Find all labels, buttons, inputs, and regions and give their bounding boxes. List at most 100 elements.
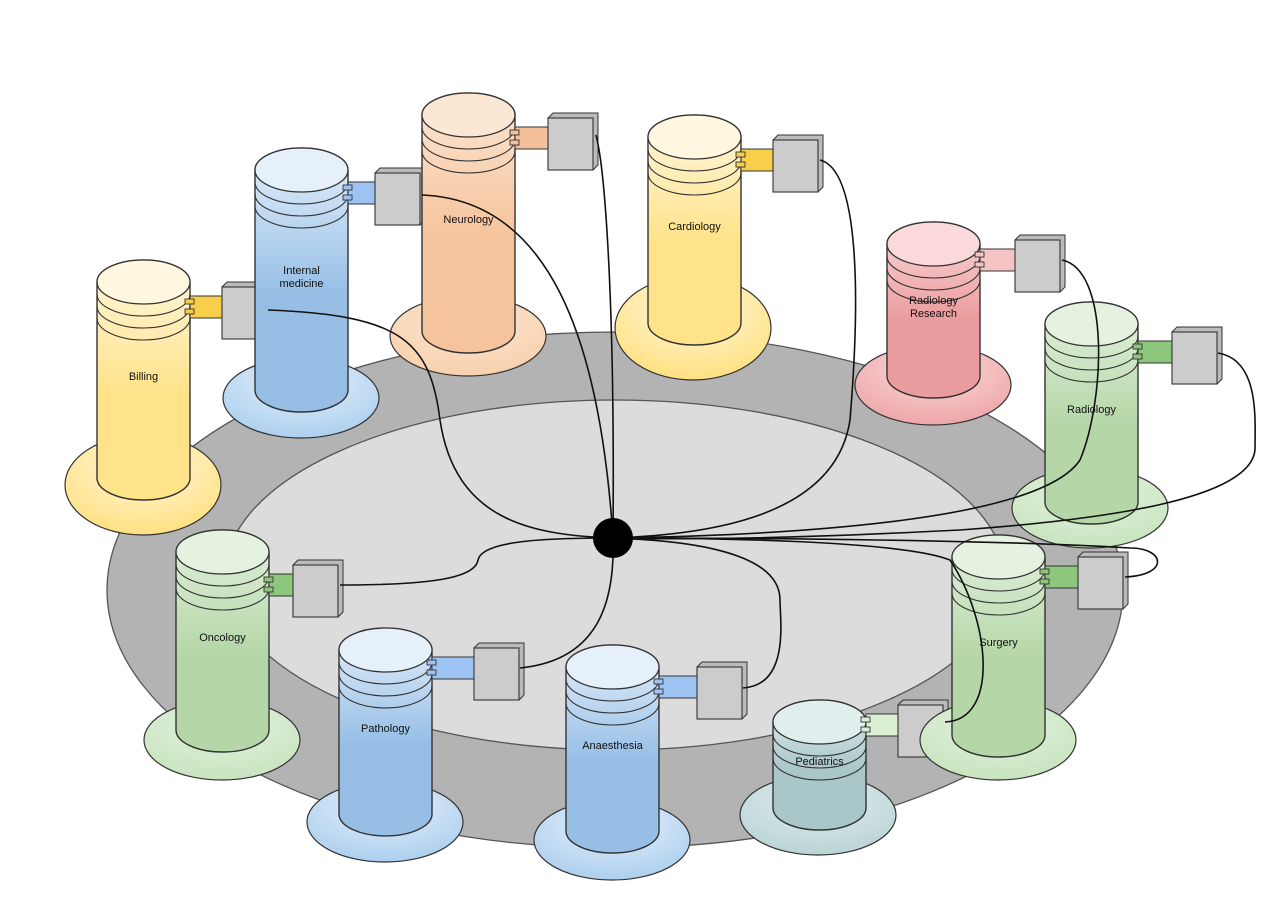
disk-ring-cardiology: [647, 172, 742, 196]
cap-radiology-research: [886, 221, 981, 267]
port-radiology-research: [974, 261, 985, 268]
server-box-pathology: [473, 647, 520, 701]
cylinder-neurology: Neurology: [389, 92, 599, 377]
link-surgery: [612, 537, 1159, 578]
connector-surgery: [1044, 565, 1079, 589]
hub-links: [267, 134, 1256, 723]
server-box-anaesthesia: [696, 666, 743, 720]
cap-pediatrics: [772, 699, 867, 745]
label-pathology: Pathology: [361, 723, 410, 735]
disk-ring-neurology: [421, 126, 516, 150]
connector-anaesthesia: [658, 675, 698, 699]
port-surgery: [1039, 568, 1050, 575]
port-pathology: [426, 669, 437, 676]
server-box-neurology: [547, 117, 594, 171]
cylinder-anaesthesia: Anaesthesia: [533, 644, 748, 881]
port-cardiology: [735, 161, 746, 168]
disk-ring-oncology: [175, 575, 270, 599]
disk-ring-internal-medicine: [254, 181, 349, 205]
port-radiology: [1132, 353, 1143, 360]
cylinder-billing: Billing: [64, 259, 273, 536]
disk-ring-pathology: [338, 673, 433, 697]
server-box-cardiology: [772, 139, 819, 193]
disk-ring-anaesthesia: [565, 678, 660, 702]
cylinder-cardiology: Cardiology: [614, 114, 824, 381]
port-oncology: [263, 576, 274, 583]
label-billing: Billing: [129, 371, 158, 383]
port-oncology: [263, 586, 274, 593]
port-billing: [184, 298, 195, 305]
disk-ring-cardiology: [647, 160, 742, 184]
link-cardiology: [612, 159, 857, 539]
disk-ring-internal-medicine: [254, 205, 349, 229]
disk-ring-surgery: [951, 592, 1046, 616]
cap-internal-medicine: [254, 147, 349, 193]
port-pediatrics: [860, 726, 871, 733]
server-box-internal-medicine: [374, 172, 421, 226]
port-billing: [184, 308, 195, 315]
link-billing: [267, 309, 614, 539]
cylinder-pathology: Pathology: [306, 627, 525, 863]
cap-pathology: [338, 627, 433, 673]
disk-ring-radiology-research: [886, 279, 981, 303]
disk-ring-oncology: [175, 587, 270, 611]
port-radiology: [1132, 343, 1143, 350]
disk-ring-pediatrics: [772, 745, 867, 769]
disk-ring-anaesthesia: [565, 702, 660, 726]
cap-cardiology: [647, 114, 742, 160]
disk-ring-cardiology: [647, 148, 742, 172]
connector-radiology-research: [979, 248, 1016, 272]
link-neurology: [595, 134, 615, 539]
disk-ring-billing: [96, 317, 191, 341]
disk-ring-surgery: [951, 580, 1046, 604]
link-oncology: [339, 537, 614, 586]
link-pathology: [519, 537, 614, 669]
cylinder-oncology: Oncology: [143, 529, 344, 781]
server-box-radiology-research: [1014, 239, 1061, 293]
disk-ring-anaesthesia: [565, 690, 660, 714]
disk-ring-pathology: [338, 685, 433, 709]
port-anaesthesia: [653, 688, 664, 695]
connector-radiology: [1137, 340, 1173, 364]
cap-surgery: [951, 534, 1046, 580]
disk-ring-radiology-research: [886, 267, 981, 291]
disk-ring-pediatrics: [772, 733, 867, 757]
label-radiology-research: Research: [910, 308, 957, 320]
cap-neurology: [421, 92, 516, 138]
label-neurology: Neurology: [443, 214, 494, 226]
disk-ring-neurology: [421, 138, 516, 162]
disk-ring-radiology: [1044, 359, 1139, 383]
connector-billing: [189, 295, 223, 319]
label-radiology-research: Radiology: [909, 295, 958, 307]
port-internal-medicine: [342, 194, 353, 201]
port-surgery: [1039, 578, 1050, 585]
port-anaesthesia: [653, 678, 664, 685]
label-internal-medicine: medicine: [279, 278, 323, 290]
port-cardiology: [735, 151, 746, 158]
link-anaesthesia: [612, 537, 782, 689]
link-radiology-research: [612, 259, 1100, 539]
connector-pathology: [431, 656, 475, 680]
cylinder-radiology: Radiology: [1011, 301, 1223, 549]
disk-ring-internal-medicine: [254, 193, 349, 217]
cap-radiology: [1044, 301, 1139, 347]
server-box-radiology: [1171, 331, 1218, 385]
server-box-surgery: [1077, 556, 1124, 610]
server-box-oncology: [292, 564, 339, 618]
link-internal-medicine: [421, 194, 614, 539]
connector-cardiology: [740, 148, 774, 172]
cap-anaesthesia: [565, 644, 660, 690]
disk-ring-billing: [96, 305, 191, 329]
disk-ring-surgery: [951, 568, 1046, 592]
label-anaesthesia: Anaesthesia: [582, 740, 643, 752]
disk-ring-oncology: [175, 563, 270, 587]
port-neurology: [509, 139, 520, 146]
disk-ring-neurology: [421, 150, 516, 174]
cap-billing: [96, 259, 191, 305]
connector-pediatrics: [865, 713, 899, 737]
label-pediatrics: Pediatrics: [795, 756, 844, 768]
